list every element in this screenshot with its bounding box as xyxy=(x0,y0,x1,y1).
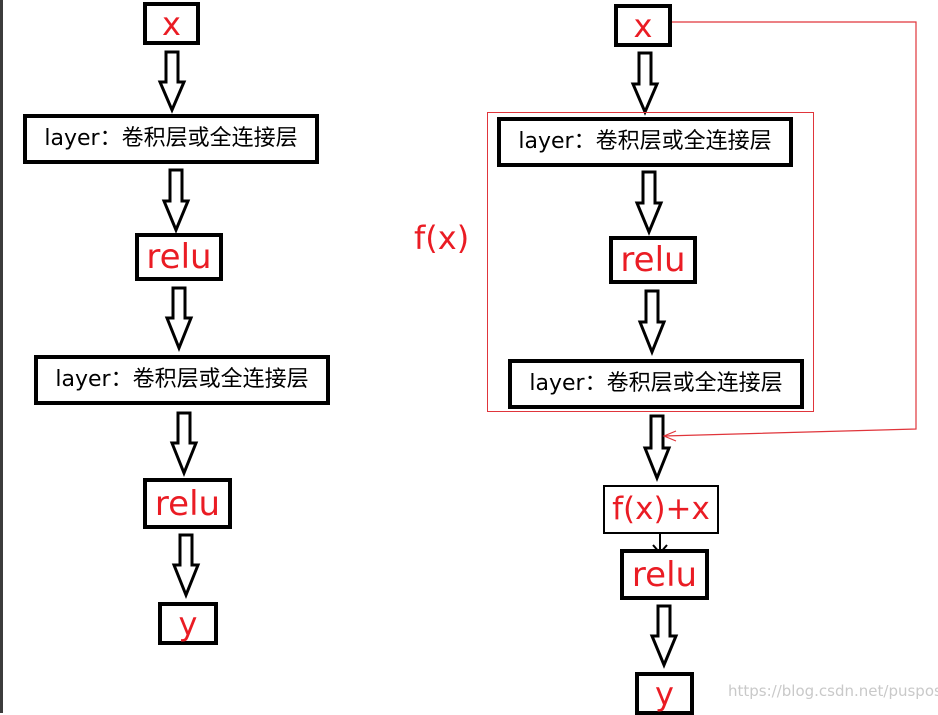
arrow-relu2-to-y xyxy=(171,533,201,600)
res-relu1-label: relu xyxy=(620,240,686,280)
arrow-res-relu2-to-y xyxy=(649,604,679,669)
output-y-label: y xyxy=(178,604,198,643)
res-output-y-label: y xyxy=(655,674,674,713)
arrow-res-layer1-to-relu1 xyxy=(634,170,664,236)
relu1-label: relu xyxy=(146,237,212,277)
res-layer2-label: layer：卷积层或全连接层 xyxy=(529,371,783,396)
res-relu2-label: relu xyxy=(631,554,698,595)
input-x-box: x xyxy=(143,2,200,45)
layer1-label: layer：卷积层或全连接层 xyxy=(44,126,298,151)
residual-function-frame xyxy=(487,112,814,412)
skip-connection-line xyxy=(663,21,917,437)
res-layer1-label: layer：卷积层或全连接层 xyxy=(518,129,772,154)
relu2-box: relu xyxy=(143,478,232,529)
res-layer1-box: layer：卷积层或全连接层 xyxy=(497,117,793,167)
res-relu1-box: relu xyxy=(609,236,697,284)
left-edge-line xyxy=(0,0,3,713)
arrow-res-relu1-to-layer2 xyxy=(637,289,667,357)
res-relu2-box: relu xyxy=(620,549,709,600)
arrow-x-to-layer1 xyxy=(157,50,187,114)
relu2-label: relu xyxy=(154,483,221,524)
residual-function-label: f(x) xyxy=(414,219,470,257)
arrow-res-x-to-layer1 xyxy=(630,51,660,116)
sum-box: f(x)+x xyxy=(603,485,719,534)
res-layer2-box: layer：卷积层或全连接层 xyxy=(508,359,804,409)
skip-connection-arrowhead xyxy=(662,430,677,442)
res-input-x-box: x xyxy=(614,4,672,47)
sum-label: f(x)+x xyxy=(612,491,710,527)
layer2-box: layer：卷积层或全连接层 xyxy=(34,355,330,405)
arrow-layer2-to-relu2 xyxy=(169,411,199,478)
res-input-x-label: x xyxy=(633,6,653,45)
input-x-label: x xyxy=(162,4,181,43)
relu1-box: relu xyxy=(135,233,223,281)
output-y-box: y xyxy=(158,602,218,645)
watermark-text: https://blog.csdn.net/puspos xyxy=(728,682,938,700)
arrow-relu1-to-layer2 xyxy=(164,286,194,353)
arrow-res-layer2-to-sum xyxy=(642,414,672,483)
res-output-y-box: y xyxy=(635,672,694,715)
arrow-layer1-to-relu1 xyxy=(161,168,191,234)
layer1-box: layer：卷积层或全连接层 xyxy=(23,114,319,164)
layer2-label: layer：卷积层或全连接层 xyxy=(55,367,309,392)
